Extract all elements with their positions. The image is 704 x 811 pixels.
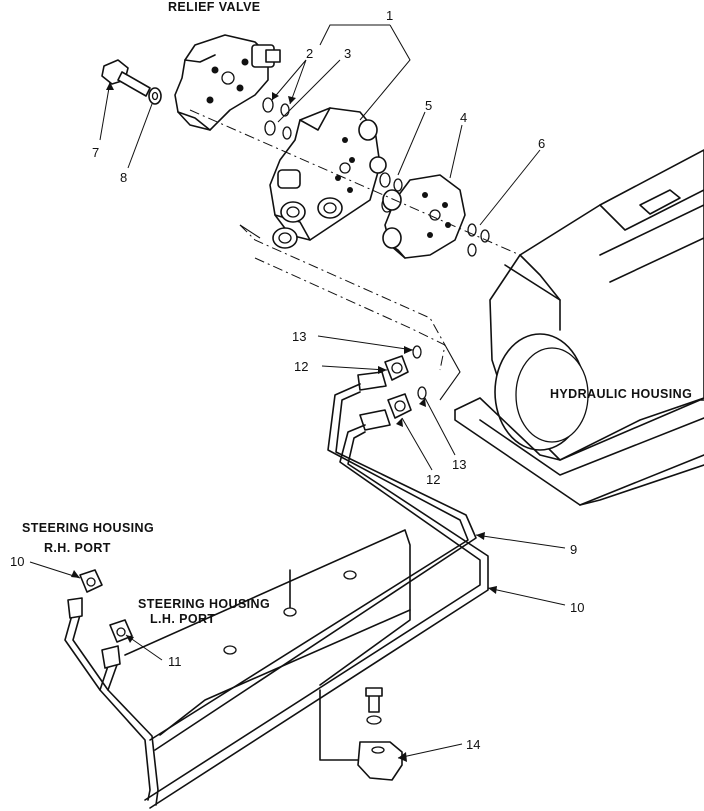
callout-4: 4	[460, 110, 467, 125]
callout-10-left: 10	[10, 554, 24, 569]
callout-14: 14	[466, 737, 480, 752]
hydraulic-housing	[454, 149, 704, 506]
callout-11: 11	[168, 654, 182, 669]
caption-steering-lh-line1: STEERING HOUSING	[138, 597, 270, 611]
housing-pan	[124, 529, 411, 761]
bolt-7	[101, 59, 151, 97]
leader-arrowheads	[71, 82, 497, 762]
callout-9: 9	[570, 542, 577, 557]
callout-13-top: 13	[292, 329, 306, 344]
callout-numbers: 1 2 3 4 5 6 7 8 9 10 10 11 12 12 13 13 1…	[10, 8, 584, 752]
alignment-lines	[189, 109, 521, 401]
caption-steering-rh-line1: STEERING HOUSING	[22, 521, 154, 535]
callout-7: 7	[92, 145, 99, 160]
caption-steering-rh-line2: R.H. PORT	[44, 541, 111, 555]
callout-5: 5	[425, 98, 432, 113]
fittings-12-13	[357, 345, 427, 431]
callout-12-bottom: 12	[426, 472, 440, 487]
callout-8: 8	[120, 170, 127, 185]
o-rings-2-3	[262, 97, 292, 140]
steering-fittings	[67, 569, 133, 669]
caption-hydraulic-housing: HYDRAULIC HOUSING	[550, 387, 692, 401]
bracket-14	[357, 687, 403, 781]
callout-13-bottom: 13	[452, 457, 466, 472]
tube-lines	[64, 383, 489, 809]
callout-1: 1	[386, 8, 393, 23]
pump-body	[269, 107, 387, 249]
caption-steering-lh-line2: L.H. PORT	[150, 612, 215, 626]
cover-plate	[382, 174, 466, 259]
captions: RELIEF VALVE HYDRAULIC HOUSING STEERING …	[22, 0, 692, 626]
callout-2: 2	[306, 46, 313, 61]
relief-valve	[174, 34, 281, 131]
callout-12-top: 12	[294, 359, 308, 374]
callout-6: 6	[538, 136, 545, 151]
caption-relief-valve: RELIEF VALVE	[168, 0, 261, 14]
callout-10-right: 10	[570, 600, 584, 615]
washer-8	[148, 87, 162, 105]
leader-lines	[29, 24, 566, 759]
callout-3: 3	[344, 46, 351, 61]
